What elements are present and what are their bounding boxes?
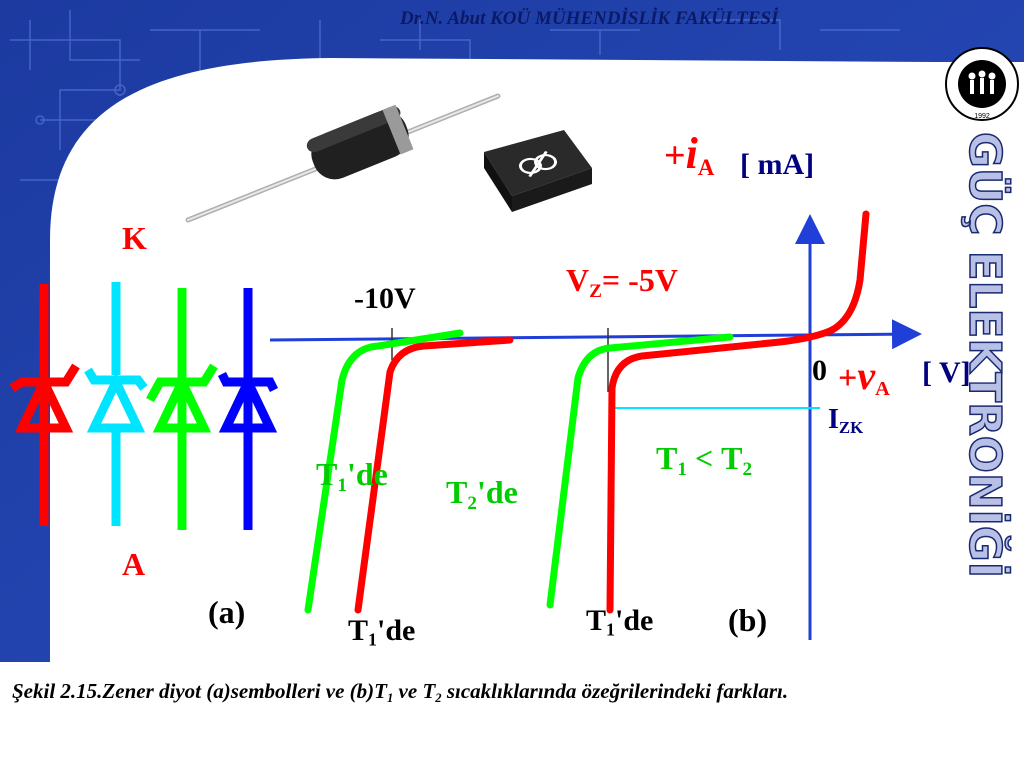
compare-a: T (656, 440, 678, 476)
caption-sub-2: 2 (435, 690, 442, 705)
curve-green-10v (304, 329, 464, 614)
izk-sub: ZK (838, 418, 864, 438)
zener-symbol-red (9, 284, 80, 526)
x-axis-unit: [ V] (922, 356, 971, 389)
temperature-compare-label: T1<T2 (656, 440, 752, 481)
side-title-text: GÜÇ ELEKTRONİĞİ (959, 132, 1012, 578)
curve-red-10v (354, 336, 514, 614)
vz-sub: Z (589, 280, 602, 302)
caption-part-2: ve T (393, 679, 436, 703)
cathode-label: K (122, 220, 147, 256)
t2de-green-label: T2'de (446, 474, 518, 515)
x-axis-sub: A (875, 378, 890, 401)
t1de-red-right-label: T1'de (586, 604, 653, 640)
t1de-red-right-main: T (586, 604, 607, 637)
curve-green-5v (546, 333, 734, 609)
x-axis-label: +vA (838, 352, 890, 401)
y-axis-prefix: + (664, 135, 686, 177)
vz-5v-label: VZ= -5V (566, 262, 678, 303)
axial-diode-image (185, 93, 501, 223)
t1de-red-right-sub: 1 (606, 619, 616, 640)
logo-year: 1992 (974, 113, 990, 120)
curve-red-5v (606, 210, 870, 614)
t2de-green-rest: 'de (476, 474, 518, 510)
t1de-red-left-rest: 'de (377, 614, 416, 647)
x-axis-prefix: + (838, 360, 858, 397)
t2de-green-sub: 2 (467, 492, 477, 514)
y-axis-unit: [ mA] (740, 148, 815, 181)
vz-10v-label: -10V (354, 282, 416, 315)
t1de-red-left-main: T (348, 614, 369, 647)
t1de-green-label: T1'de (316, 456, 388, 497)
t1de-red-left-label: T1'de (348, 614, 415, 650)
compare-b-sub: 2 (742, 458, 753, 480)
zener-symbol-cyan (84, 282, 148, 526)
compare-b: T (721, 440, 743, 476)
anode-label: A (122, 546, 146, 582)
t2de-green-main: T (446, 474, 468, 510)
y-axis-sub: A (697, 154, 715, 180)
t1de-green-sub: 1 (337, 474, 347, 496)
origin-label: 0 (812, 354, 827, 387)
vz-rest: = -5V (601, 262, 678, 298)
compare-a-sub: 1 (677, 458, 687, 480)
izk-main: I (828, 404, 839, 435)
zener-symbol-green (146, 288, 218, 530)
university-logo: 1992 (945, 47, 1019, 121)
vz-main: V (566, 262, 590, 298)
compare-op: < (694, 440, 714, 476)
izk-label: IZK (828, 404, 863, 438)
panel-b-label: (b) (728, 602, 768, 638)
y-axis-label: +iA (664, 128, 714, 181)
t1de-green-main: T (316, 456, 338, 492)
caption-sub-1: 1 (387, 690, 394, 705)
zener-characteristic-graph (269, 210, 922, 640)
figure-caption: Şekil 2.15.Zener diyot (a)sembolleri ve … (12, 676, 1012, 713)
caption-part-1: Şekil 2.15.Zener diyot (a)sembolleri ve … (12, 679, 387, 703)
zener-symbol-blue (217, 288, 279, 530)
side-title: GÜÇ ELEKTRONİĞİ (958, 131, 1013, 579)
header-title: Dr.N. Abut KOÜ MÜHENDİSLİK FAKÜLTESİ (400, 8, 779, 29)
x-axis-var: v (857, 353, 876, 398)
caption-part-3: sıcaklıklarında özeğrilerindeki farkları… (441, 679, 789, 703)
t1de-red-right-rest: 'de (615, 604, 654, 637)
t1de-red-left-sub: 1 (368, 629, 378, 650)
panel-a-label: (a) (208, 594, 246, 630)
zener-symbols (9, 282, 279, 530)
y-axis-var: i (685, 129, 698, 178)
smd-diode-image (484, 130, 592, 212)
t1de-green-rest: 'de (346, 456, 388, 492)
